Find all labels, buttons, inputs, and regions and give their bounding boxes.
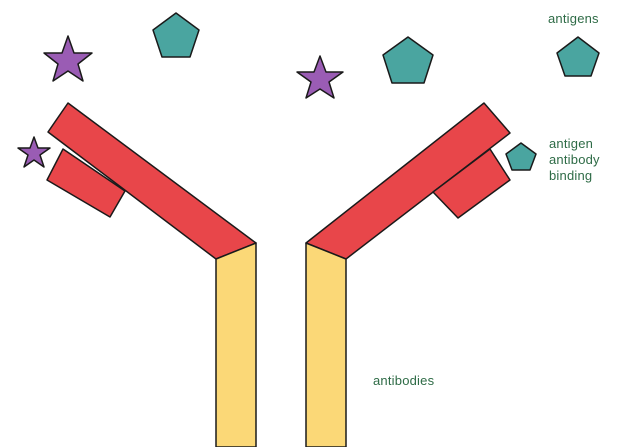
binding-label-line-1: antigen (549, 136, 600, 152)
antigens-label: antigens (548, 11, 599, 27)
star-antigen-icon (297, 56, 343, 98)
right-stem (306, 243, 346, 447)
antigen-antibody-binding-label: antigen antibody binding (549, 136, 600, 184)
pentagon-antigen-icon (557, 37, 599, 76)
antibodies-label: antibodies (373, 373, 434, 389)
binding-label-line-2: antibody (549, 152, 600, 168)
binding-label-line-3: binding (549, 168, 600, 184)
left-stem (216, 243, 256, 447)
star-antigen-icon (18, 137, 50, 167)
pentagon-antigen-icon (506, 143, 536, 170)
pentagon-antigen-icon (383, 37, 433, 83)
pentagon-antigen-icon (153, 13, 199, 57)
star-antigen-icon (44, 36, 92, 81)
